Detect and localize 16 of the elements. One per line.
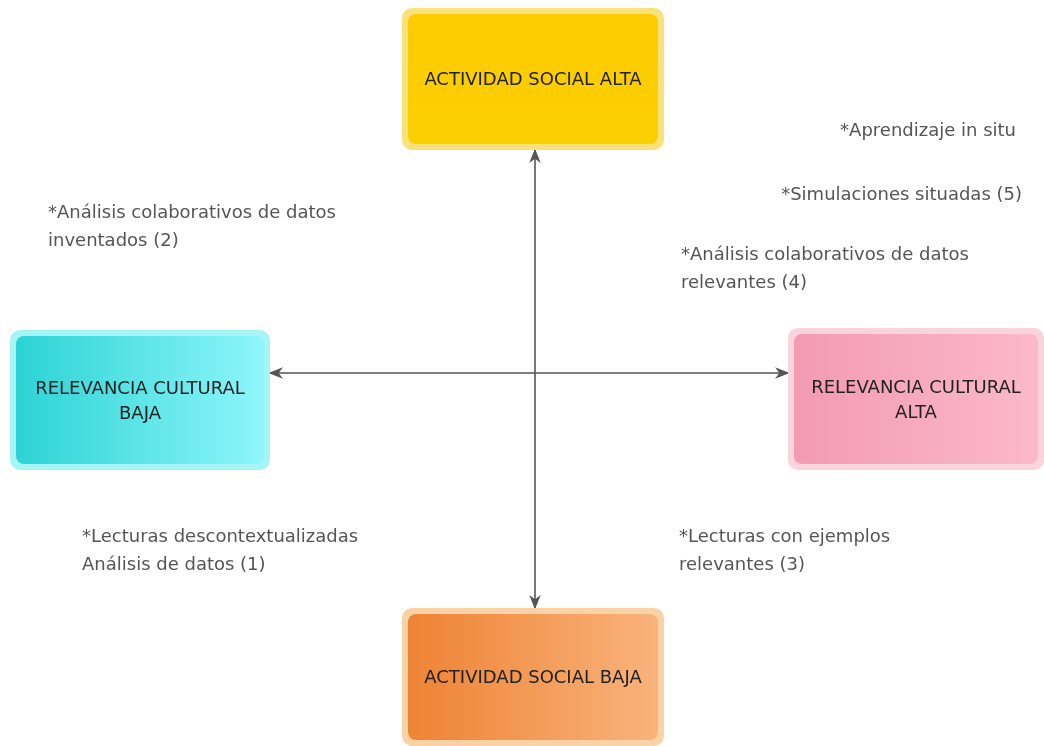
category-label: ACTIVIDAD SOCIAL BAJA	[423, 665, 643, 690]
quadrant-note: *Lecturas con ejemplos relevantes (3)	[679, 524, 892, 576]
quadrant-note: *Análisis colaborativos de datos relevantes (4)	[681, 242, 970, 294]
category-box	[402, 608, 664, 746]
quadrant-note: *Aprendizaje in situ	[840, 118, 1016, 142]
category-label: RELEVANCIA CULTURAL BAJA	[34, 375, 246, 425]
category-box	[10, 330, 270, 470]
category-label: ACTIVIDAD SOCIAL ALTA	[423, 67, 643, 92]
axis-arrow	[268, 367, 790, 379]
category-box	[402, 8, 664, 150]
category-box	[788, 328, 1044, 470]
category-label: RELEVANCIA CULTURAL ALTA	[810, 374, 1022, 424]
quadrant-note: *Simulaciones situadas (5)	[781, 182, 1022, 206]
quadrant-note: *Análisis colaborativos de datos inventados (2)	[48, 200, 337, 252]
quadrant-note: *Lecturas descontextualizadas Análisis de datos (1)	[82, 524, 360, 576]
axis-arrow	[529, 148, 541, 610]
